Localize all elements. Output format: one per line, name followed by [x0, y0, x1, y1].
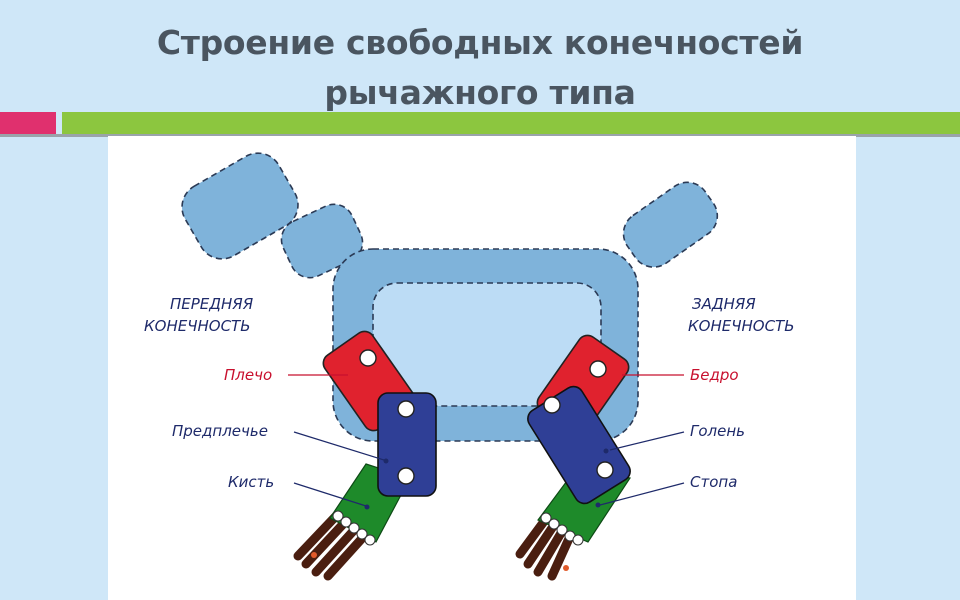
- elbow-joint: [397, 400, 415, 418]
- front-joint-beads: [332, 510, 376, 546]
- title-line-1: Строение свободных конечностей: [156, 23, 804, 62]
- neck-shape: [280, 203, 364, 279]
- hind-limb-label-1: ЗАДНЯЯ: [692, 295, 756, 313]
- label-thigh: Бедро: [690, 366, 739, 384]
- title-line-2: рычажного типа: [324, 73, 636, 112]
- wrist-joint: [397, 467, 415, 485]
- accent-bar-pink: [0, 112, 56, 134]
- diagram-panel: ПЕРЕДНЯЯ КОНЕЧНОСТЬ ЗАДНЯЯ КОНЕЧНОСТЬ Пл…: [108, 136, 856, 600]
- ankle-joint: [596, 461, 614, 479]
- knee-joint: [543, 396, 561, 414]
- front-middle-segment: [377, 392, 437, 497]
- limb-diagram: ПЕРЕДНЯЯ КОНЕЧНОСТЬ ЗАДНЯЯ КОНЕЧНОСТЬ Пл…: [144, 152, 795, 581]
- shoulder-joint: [359, 349, 377, 367]
- page-title: Строение свободных конечностей рычажного…: [0, 18, 960, 118]
- label-forearm: Предплечье: [172, 422, 268, 440]
- pointer-forearm: [293, 431, 385, 461]
- hind-limb-label-2: КОНЕЧНОСТЬ: [688, 317, 795, 335]
- hip-joint: [589, 360, 607, 378]
- front-limb-label-2: КОНЕЧНОСТЬ: [144, 317, 251, 335]
- label-hand: Кисть: [228, 473, 274, 491]
- pointer-foot: [599, 482, 685, 506]
- label-foot: Стопа: [690, 473, 737, 491]
- front-limb-label-1: ПЕРЕДНЯЯ: [170, 295, 254, 313]
- pointer-hand: [293, 482, 367, 507]
- hind-joint-beads: [540, 512, 584, 546]
- tail-shape: [622, 181, 719, 268]
- accent-bar-green: [62, 112, 960, 134]
- label-shin: Голень: [690, 422, 745, 440]
- front-digits: [293, 511, 371, 581]
- divider-line: [0, 134, 960, 137]
- pointer-shin: [609, 431, 685, 451]
- label-shoulder: Плечо: [224, 366, 272, 384]
- head-shape: [181, 152, 299, 260]
